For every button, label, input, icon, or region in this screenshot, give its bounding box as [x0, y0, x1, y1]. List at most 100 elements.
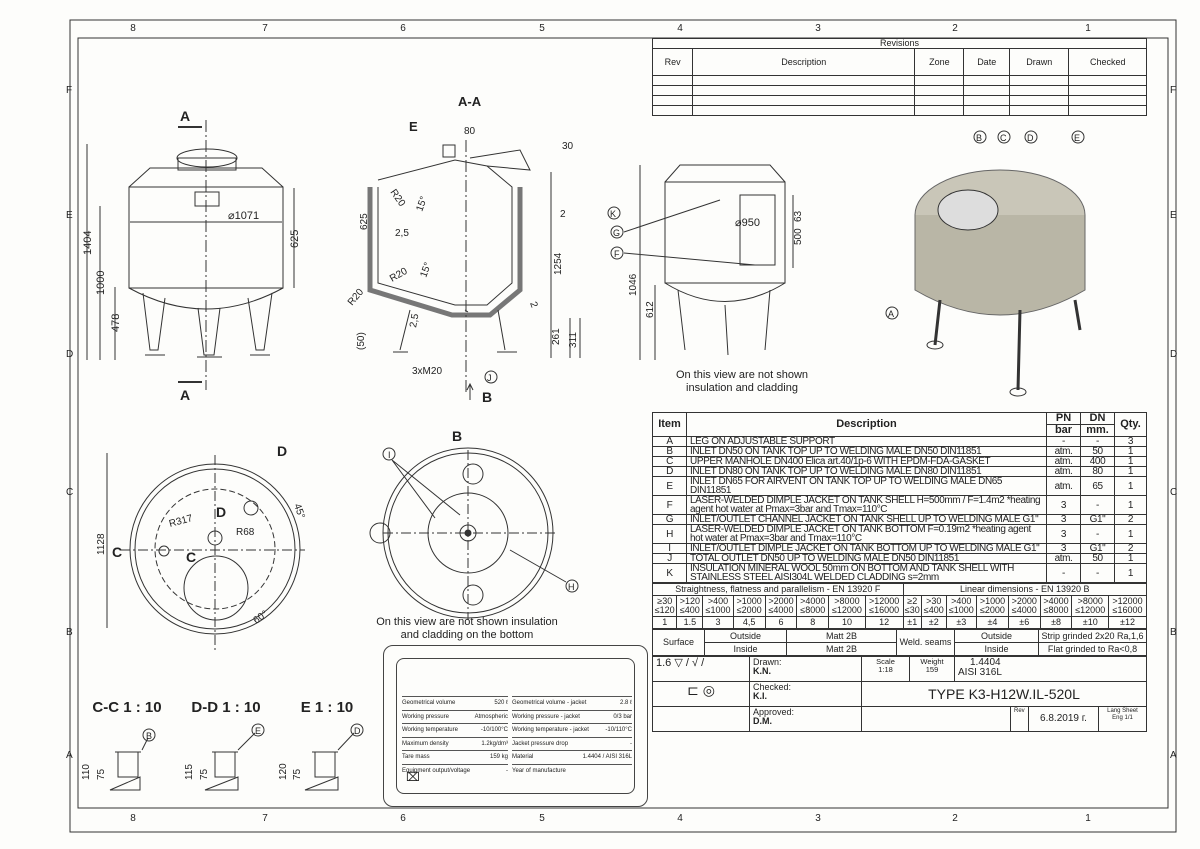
approved-label: Approved: [753, 707, 795, 717]
nameplate-inner [396, 658, 635, 794]
detail-height-75: 75 [96, 768, 107, 780]
parts-qty: 1 [1114, 524, 1147, 544]
grid-row-label: F [66, 85, 72, 96]
straightness-range: >1000 ≤2000 [732, 595, 766, 617]
nameplate-label: Material [512, 754, 534, 760]
grid-row-label: A [66, 750, 73, 761]
dim-1128: 1128 [96, 533, 107, 555]
detail-callout: E [255, 726, 261, 736]
grid-column-label: 2 [952, 23, 958, 34]
parts-pn: 3 [1046, 543, 1081, 554]
nameplate-row: Jacket pressure drop- [512, 736, 632, 750]
parts-item: K [652, 563, 687, 583]
linear-tolerance: ±8 [1039, 616, 1073, 629]
linear-tolerance: ±10 [1071, 616, 1109, 629]
dim-r317: R317 [168, 513, 194, 530]
straightness-range: >120 ≤400 [676, 595, 704, 617]
nameplate-value: - [630, 740, 632, 747]
parts-pn: 3 [1046, 514, 1081, 525]
parts-desc: UPPER MANHOLE DN400 Elica art.40/1p-6 WI… [686, 456, 1047, 467]
dim-50: (50) [356, 332, 367, 350]
header-dn-unit: mm. [1080, 424, 1115, 437]
detail-title: C-C 1 : 10 [92, 699, 161, 716]
dim-612: 612 [645, 301, 656, 318]
parts-dn: G1" [1080, 543, 1115, 554]
side-view [623, 164, 794, 360]
dim-625-section: 625 [359, 213, 370, 230]
dim-1000: 1000 [95, 271, 107, 295]
grid-column-label: 6 [400, 23, 406, 34]
roughness-value: 1.6 [656, 657, 672, 669]
parts-desc: INLET/OUTLET CHANNEL JACKET ON TANK SHEL… [686, 514, 1047, 525]
grid-column-label: 5 [539, 23, 545, 34]
lang-label: Lang [1107, 708, 1121, 714]
grid-column-label: 7 [262, 813, 268, 824]
dim-2-5-shell: 2,5 [395, 228, 409, 239]
grid-row-label: D [66, 349, 73, 360]
grid-row-label: B [66, 627, 73, 638]
detail-title: E 1 : 10 [301, 699, 354, 716]
linear-tolerance: ±4 [976, 616, 1009, 629]
parts-qty: 3 [1114, 436, 1147, 447]
nameplate-label: Equipment output/voltage [402, 767, 471, 774]
header-item: Item [652, 412, 687, 437]
dim-1046: 1046 [628, 273, 639, 296]
nameplate-value: -10/100°C [480, 727, 508, 733]
dim-80: 80 [464, 126, 476, 137]
straightness-range: >4000 ≤8000 [796, 595, 830, 617]
parts-desc: LASER-WELDED DIMPLE JACKET ON TANK SHELL… [686, 495, 1047, 515]
dim-2-cladding: 2 [560, 209, 566, 220]
surface-outside-value: Matt 2B [786, 629, 897, 643]
parts-pn: 3 [1046, 524, 1081, 544]
dim-30: 30 [562, 141, 574, 152]
parts-qty: 1 [1114, 476, 1147, 496]
parts-item: A [652, 436, 687, 447]
parts-pn: atm. [1046, 446, 1081, 457]
parts-dn: 80 [1080, 466, 1115, 477]
straightness-tolerance: 8 [796, 616, 830, 629]
nameplate-value: -10/110°C [605, 727, 632, 733]
grid-column-label: 3 [815, 23, 821, 34]
grid-column-label: 4 [677, 813, 683, 824]
grid-column-label: 3 [815, 813, 821, 824]
straightness-range: ≥30 ≤120 [651, 595, 678, 617]
straightness-tolerance: 3 [702, 616, 734, 629]
detail-height-total: 110 [81, 764, 92, 780]
outer-frame [69, 19, 1177, 833]
iso-callout-c: C [1000, 133, 1007, 143]
iso-callout-b: B [976, 133, 982, 143]
dim-625: 625 [289, 230, 301, 248]
nameplate-value: 520 ℓ [494, 700, 508, 706]
callout-g: G [613, 228, 620, 238]
parts-pn: atm. [1046, 456, 1081, 467]
recycle-bin-icon: ⌧ [406, 770, 420, 784]
weight-value: 159 [925, 664, 939, 674]
dim-500: 500 [793, 228, 804, 245]
grid-column-label: 7 [262, 23, 268, 34]
nameplate-label: Year of manufacture [512, 767, 566, 774]
weld-outside-value: Strip grinded 2x20 Ra,1,6 [1038, 629, 1147, 643]
dim-diameter-950: ⌀950 [735, 217, 760, 229]
header-dn: DN [1080, 412, 1115, 425]
parts-desc: LASER-WELDED DIMPLE JACKET ON TANK BOTTO… [686, 524, 1047, 544]
view-marker-b: B [482, 389, 492, 405]
parts-desc: LEG ON ADJUSTABLE SUPPORT [686, 436, 1047, 447]
nameplate-value: Atmospheric [474, 713, 508, 720]
callout-h: H [568, 582, 575, 592]
parts-dn: - [1080, 436, 1115, 447]
callout-k: K [610, 209, 616, 219]
dim-diameter-1071: ⌀1071 [228, 210, 259, 222]
revisions-header-checked: Checked [1068, 48, 1147, 76]
view-title-b: B [452, 428, 462, 444]
